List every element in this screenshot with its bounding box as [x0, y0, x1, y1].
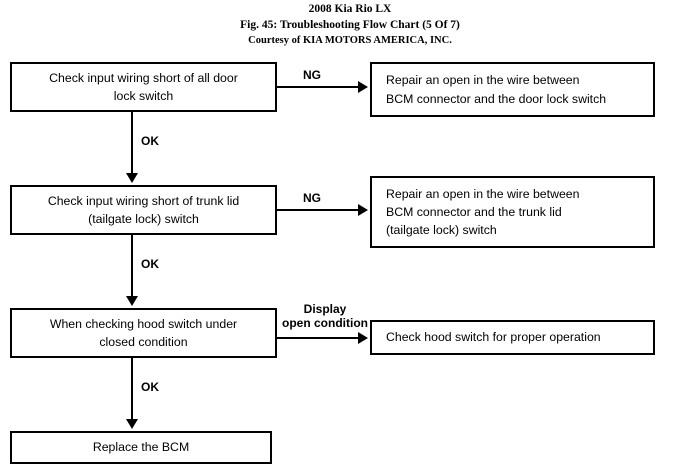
node-check-hood-switch-line2: closed condition [99, 335, 188, 349]
edge-label-ok-door-to-trunk: OK [141, 134, 159, 148]
edge-label-display-open-line1: Display [303, 302, 347, 316]
edge-ok-trunk-to-hood-line [131, 235, 133, 297]
node-check-trunk-lid-line2: (tailgate lock) switch [88, 212, 199, 226]
edge-ng-trunk-lid-line [277, 209, 360, 211]
node-repair-trunk-lid: Repair an open in the wire between BCM c… [370, 176, 655, 248]
figure-title-block: 2008 Kia Rio LX Fig. 45: Troubleshooting… [0, 2, 700, 48]
edge-display-open-arrowhead [358, 332, 368, 344]
node-check-door-lock: Check input wiring short of all door loc… [10, 62, 277, 112]
edge-ng-door-lock-line [277, 86, 360, 88]
figure-caption: Fig. 45: Troubleshooting Flow Chart (5 O… [240, 18, 460, 31]
edge-label-display-open-line2: open condition [282, 316, 368, 331]
node-check-hood-switch-line1: When checking hood switch under [49, 316, 238, 331]
edge-ng-trunk-lid-arrowhead [358, 204, 368, 216]
edge-label-ok-hood-to-replace: OK [141, 380, 159, 394]
edge-label-display-open-condition: Display open condition [275, 302, 375, 330]
node-replace-bcm-line1: Replace the BCM [92, 440, 190, 455]
node-repair-trunk-lid-line3: (tailgate lock) switch [386, 223, 497, 238]
node-check-door-lock-line1: Check input wiring short of all door [49, 70, 238, 85]
figure-courtesy: Courtesy of KIA MOTORS AMERICA, INC. [248, 34, 452, 46]
edge-ng-door-lock-arrowhead [358, 81, 368, 93]
edge-ok-door-to-trunk-arrowhead [126, 173, 138, 183]
node-repair-door-lock-line1: Repair an open in the wire between [386, 73, 580, 88]
edge-label-ng-door-lock: NG [303, 68, 321, 82]
node-check-hood-operation-line1: Check hood switch for proper operation [386, 330, 601, 345]
node-check-hood-switch: When checking hood switch under closed c… [10, 308, 277, 358]
edge-ok-trunk-to-hood-arrowhead [126, 296, 138, 306]
node-repair-door-lock-line2: BCM connector and the door lock switch [386, 91, 607, 106]
edge-display-open-line [277, 337, 360, 339]
edge-ok-hood-to-replace-line [131, 358, 133, 420]
edge-label-ng-trunk-lid: NG [303, 191, 321, 205]
document-title: 2008 Kia Rio LX [308, 3, 392, 15]
edge-ok-door-to-trunk-line [131, 112, 133, 174]
node-check-door-lock-line2: lock switch [113, 89, 174, 103]
edge-ok-hood-to-replace-arrowhead [126, 419, 138, 429]
edge-label-ok-trunk-to-hood: OK [141, 257, 159, 271]
node-check-hood-operation: Check hood switch for proper operation [370, 320, 655, 355]
node-repair-door-lock: Repair an open in the wire between BCM c… [370, 62, 655, 117]
node-check-trunk-lid: Check input wiring short of trunk lid (t… [10, 185, 277, 235]
node-repair-trunk-lid-line1: Repair an open in the wire between [386, 186, 580, 201]
node-check-trunk-lid-line1: Check input wiring short of trunk lid [47, 193, 240, 208]
node-replace-bcm: Replace the BCM [10, 431, 272, 464]
node-repair-trunk-lid-line2: BCM connector and the trunk lid [386, 204, 562, 219]
